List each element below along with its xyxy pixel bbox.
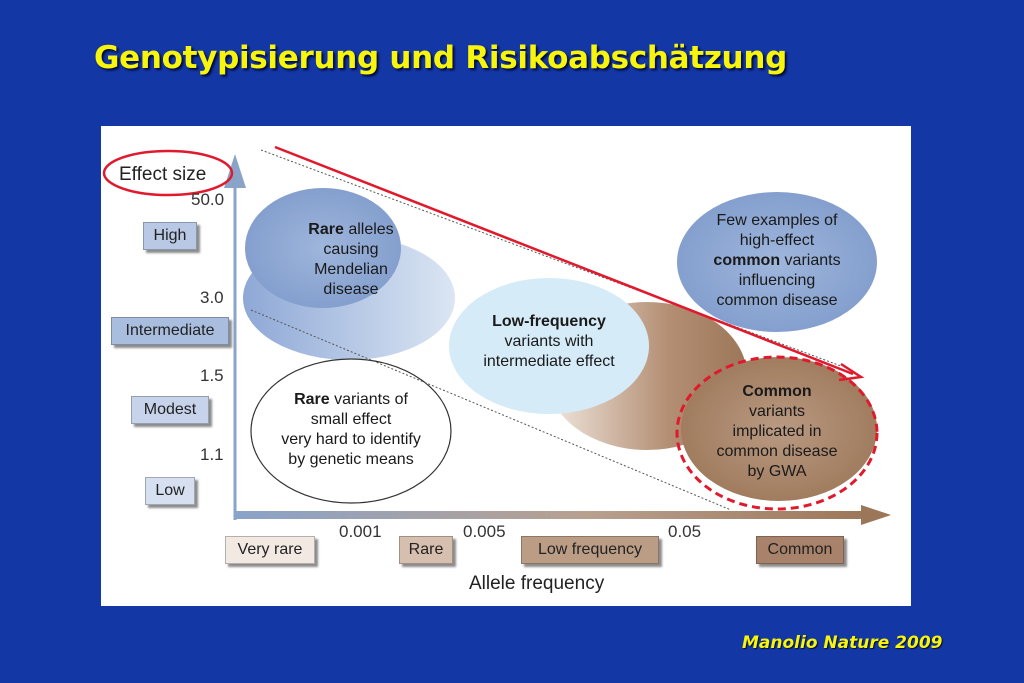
x-tick-label: 0.05 (668, 522, 702, 541)
x-axis-line (234, 511, 874, 519)
slide-title: Genotypisierung und Risikoabschätzung (94, 40, 787, 76)
common-gwa-line4: common disease (716, 443, 838, 460)
y-tick-label: 3.0 (200, 288, 224, 307)
x-axis-arrowhead (861, 505, 891, 525)
few-examples-line1: Few examples of (716, 212, 838, 229)
x-tick-label: 0.001 (339, 522, 382, 541)
common-gwa-label: Common variants implicated in common dis… (697, 382, 857, 482)
diagram-graphics (102, 145, 891, 525)
y-tick-label: 1.5 (200, 366, 224, 385)
x-axis-title: Allele frequency (469, 573, 605, 594)
red-trend-arrowhead (838, 362, 865, 382)
few-examples-line3: variants (780, 252, 841, 269)
common-gwa-line3: implicated in (732, 423, 822, 440)
citation: Manolio Nature 2009 (742, 633, 943, 653)
effect-size-highlight-circle (102, 149, 234, 197)
few-examples-blob (677, 192, 877, 332)
rare-small-blob (250, 358, 452, 504)
low-frequency-line2: variants with (504, 333, 594, 350)
few-examples-line5: common disease (716, 292, 838, 309)
frequency-category-rare: Rare (399, 536, 453, 564)
rare-small-line3: very hard to identify (281, 431, 421, 448)
rare-small-label: Rare variants of small effect very hard … (256, 390, 446, 470)
common-gwa-bold: Common (742, 383, 812, 400)
rare-small-line1: variants of (329, 391, 408, 408)
rare-small-bold: Rare (294, 391, 330, 408)
common-gwa-line5: by GWA (747, 463, 807, 480)
frequency-category-common: Common (756, 536, 844, 564)
rare-mendelian-label: Rare alleles causing Mendelian disease (281, 220, 421, 300)
red-trend-arrow-line (274, 145, 854, 376)
low-frequency-line3: intermediate effect (483, 353, 615, 370)
low-frequency-blob (449, 278, 649, 414)
common-variants-dashed-circle (675, 355, 879, 511)
rare-small-line4: by genetic means (288, 451, 414, 468)
low-frequency-label: Low-frequency variants with intermediate… (459, 312, 639, 372)
few-examples-line4: influencing (738, 272, 816, 289)
rare-mendelian-bold: Rare (308, 221, 344, 238)
rare-mendelian-line3: Mendelian (314, 261, 388, 278)
common-gwa-line2: variants (748, 403, 806, 420)
y-tick-label: 50.0 (191, 190, 225, 209)
effect-category-low: Low (145, 477, 195, 505)
low-frequency-bold: Low-frequency (492, 313, 606, 330)
effect-category-intermediate: Intermediate (111, 317, 229, 345)
few-examples-label: Few examples of high-effect common varia… (687, 211, 867, 311)
effect-category-high: High (143, 222, 197, 250)
few-examples-line2: high-effect (739, 232, 815, 249)
rare-mendelian-line1: alleles (343, 221, 394, 238)
effect-size-frequency-diagram: Effect size Allele frequency 50.0 3.0 1.… (101, 126, 911, 606)
upper-dotted-boundary (260, 149, 842, 367)
y-axis-title: Effect size (119, 164, 207, 185)
rare-mendelian-line4: disease (323, 281, 379, 298)
effect-category-modest: Modest (131, 396, 209, 424)
common-gwa-blob (681, 357, 877, 501)
y-tick-label: 1.1 (200, 445, 224, 464)
lower-dotted-boundary (250, 309, 732, 511)
frequency-category-very-rare: Very rare (225, 536, 315, 564)
mendelian-fade-blob (245, 188, 401, 308)
x-tick-label: 0.005 (463, 522, 506, 541)
frequency-category-low-frequency: Low frequency (521, 536, 659, 564)
few-examples-bold: common (713, 252, 781, 269)
rare-small-line2: small effect (310, 411, 392, 428)
rare-mendelian-line2: causing (323, 241, 379, 258)
